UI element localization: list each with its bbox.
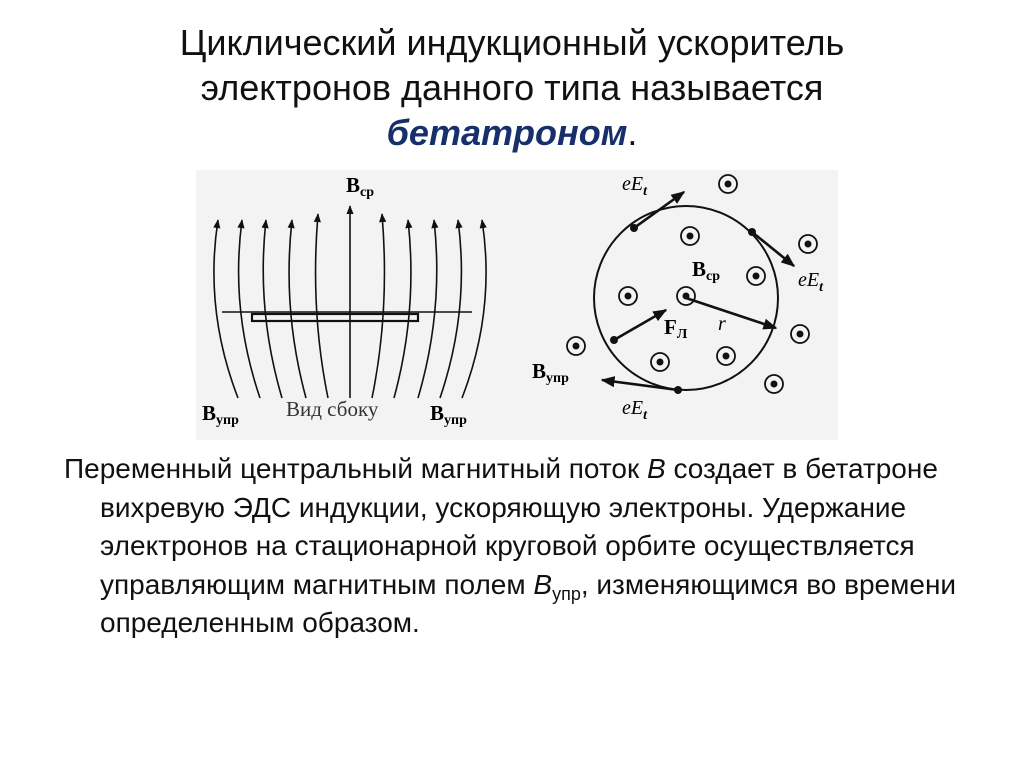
side-top-field-label: Bср [346,173,374,200]
body-var-B: B [647,453,666,484]
figure-background [196,170,838,440]
field-line-2 [237,219,261,399]
body-var-Bupr-sub: упр [552,583,581,604]
field-line-10 [439,219,463,399]
field-dot-marker [790,324,810,344]
field-dot-marker [718,174,738,194]
side-left-field-label: Bупр [202,401,239,428]
radius-label: r [718,313,726,335]
top-view-diagram [593,190,796,392]
electron-dot [748,228,756,236]
side-right-field-label: Bупр [430,401,467,428]
field-line-5 [313,213,329,399]
field-dot-marker [650,352,670,372]
field-line-1 [213,219,239,399]
field-line-4 [287,219,307,399]
field-line-11 [461,219,487,399]
field-dot-marker [764,374,784,394]
field-line-9 [417,219,439,399]
electron-dot [630,224,638,232]
eEt-top-label: eEt [622,173,648,199]
field-dot-marker [716,346,736,366]
field-dot-marker [798,234,818,254]
electrons [610,224,756,394]
eEt-right-arrow [751,230,796,268]
field-line-7 [371,213,387,399]
side-view-diagram [213,205,487,399]
field-line-8 [393,219,413,399]
eEt-top-arrow [633,190,686,230]
body-part-1: Переменный центральный магнитный поток [64,453,647,484]
field-dot-marker [676,286,696,306]
field-dot-marker [618,286,638,306]
vacuum-chamber [250,312,420,323]
center-field-label: Bср [692,257,720,284]
body-paragraph: Переменный центральный магнитный поток B… [64,450,1000,643]
field-dot-marker [680,226,700,246]
betatron-figure: Bср Bупр Bупр Вид сбоку [196,170,838,440]
field-out-of-page-markers [566,174,818,394]
lorentz-force-label: FЛ [664,315,688,342]
electron-dot [610,336,618,344]
body-part-3: , изменяющимся во времени определенным о… [100,568,957,639]
side-view-caption: Вид сбоку [286,397,379,421]
eEt-right-label: eEt [798,269,824,295]
eEt-bottom-label: eEt [622,397,648,423]
title-highlight: бетатроном [386,112,628,153]
field-dot-marker [566,336,586,356]
title-line-2: электронов данного типа называется [200,67,824,108]
field-line-3 [261,219,283,399]
eEt-bottom-arrow [600,376,679,392]
slide-title: Циклический индукционный ускоритель элек… [40,20,984,155]
title-period: . [627,112,638,153]
electron-dot [674,386,682,394]
radius-vector [685,296,778,330]
lorentz-force-arrow [613,308,668,342]
body-var-Bupr: B [533,568,553,600]
electron-orbit [593,205,779,391]
field-dot-marker [746,266,766,286]
outer-field-label: Bупр [532,359,569,386]
title-line-1: Циклический индукционный ускоритель [179,22,845,63]
body-part-2: создает в бетатроне вихревую ЭДС индукци… [100,453,938,600]
title-line-3: бетатроном. [40,110,984,155]
